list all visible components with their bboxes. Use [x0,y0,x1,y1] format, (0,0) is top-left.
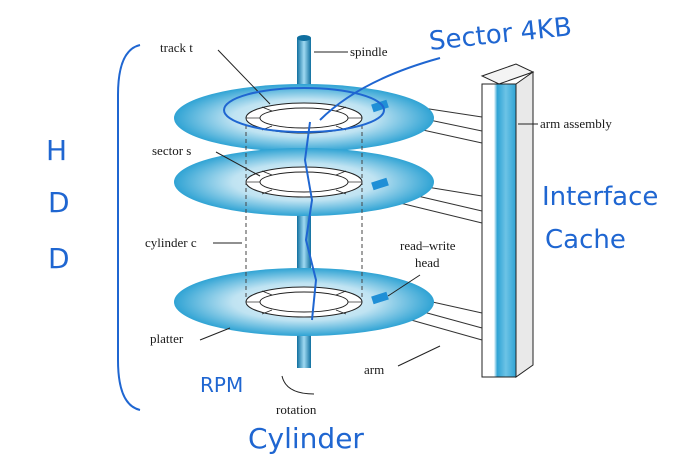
label-arm-assembly: arm assembly [540,116,612,131]
label-track: track t [160,40,193,55]
hand-cache: Cache [545,225,626,255]
hand-track-circle [223,87,385,133]
hand-d2: D [48,242,70,275]
arm-assembly [480,63,535,378]
read-write-head-top [371,99,389,113]
platter-bottom [174,268,434,336]
read-write-head-middle [371,177,389,191]
platter-top [174,84,434,152]
hand-d1: D [48,186,70,219]
label-head: head [415,255,440,270]
cylinder-dashes [245,125,363,300]
label-cylinder: cylinder c [145,235,197,250]
hand-rpm: RPM [200,373,243,397]
hand-cylinder: Cylinder [248,422,364,455]
hand-h: H [46,134,67,167]
read-write-head-bottom [371,291,389,305]
label-rotation: rotation [276,402,317,417]
label-leaders [199,49,538,395]
label-sector: sector s [152,143,191,158]
hand-sector-size: Sector 4KB [428,12,574,57]
hand-sector-pointer [319,57,441,121]
sector-dividers [246,106,362,315]
label-spindle: spindle [350,44,388,59]
label-arm: arm [364,362,384,377]
spindle-top [297,35,311,41]
platter-middle [174,148,434,216]
label-read-write: read–write [400,238,456,253]
hand-interface: Interface [542,182,658,212]
hand-spindle-scribble [303,121,318,321]
hand-bracket [117,44,141,411]
label-platter: platter [150,331,184,346]
